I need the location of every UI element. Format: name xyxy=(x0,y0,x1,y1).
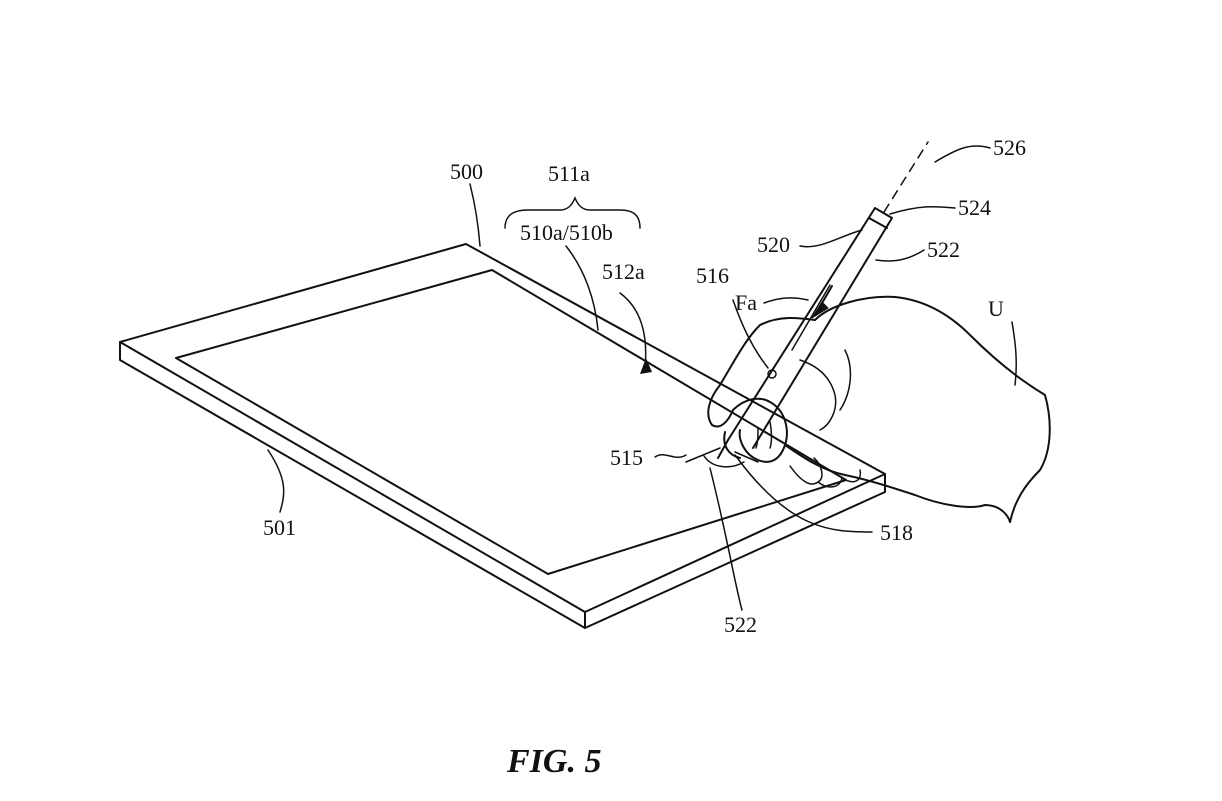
stylus-axis-dashed xyxy=(883,141,929,213)
label-501: 501 xyxy=(263,515,296,540)
user-hand xyxy=(707,295,1051,523)
label-u: U xyxy=(988,296,1004,321)
label-516: 516 xyxy=(696,263,729,288)
thumb xyxy=(732,397,788,463)
leader-520 xyxy=(799,229,863,248)
curled-finger-3 xyxy=(841,469,862,483)
stylus-cap-line xyxy=(868,217,888,229)
curled-finger-2 xyxy=(817,477,843,488)
leader-516 xyxy=(732,299,769,369)
tablet-device xyxy=(119,243,886,629)
label-510a-510b: 510a/510b xyxy=(520,220,613,245)
knuckle-line xyxy=(839,349,852,411)
label-fa: Fa xyxy=(735,290,757,315)
leader-515 xyxy=(654,453,687,459)
label-512a: 512a xyxy=(602,259,645,284)
leader-500 xyxy=(469,183,481,247)
label-524: 524 xyxy=(958,195,991,220)
thumb-crease-2 xyxy=(755,427,759,449)
leader-lines xyxy=(267,145,1017,611)
tablet-side-edge xyxy=(584,473,886,629)
label-518: 518 xyxy=(880,520,913,545)
index-finger xyxy=(799,359,837,431)
label-522-upper: 522 xyxy=(927,237,960,262)
ink-strokes xyxy=(685,447,759,468)
label-511a: 511a xyxy=(548,161,590,186)
tablet-top-face xyxy=(119,243,886,613)
curled-finger-1 xyxy=(789,457,823,485)
leader-501 xyxy=(267,449,285,513)
figure-caption: FIG. 5 xyxy=(506,743,601,780)
leader-510a xyxy=(565,245,599,331)
stylus-body xyxy=(727,207,893,449)
thumb-crease-1 xyxy=(769,421,773,449)
region-arrow xyxy=(619,292,652,374)
label-515: 515 xyxy=(610,445,643,470)
stylus-sensor-dot xyxy=(767,369,777,379)
stylus-tip xyxy=(717,439,729,459)
stylus-flat-line xyxy=(791,284,831,351)
leader-518 xyxy=(734,454,873,533)
label-500: 500 xyxy=(450,159,483,184)
label-526: 526 xyxy=(993,135,1026,160)
leader-526 xyxy=(934,145,991,163)
label-520: 520 xyxy=(757,232,790,257)
leader-524 xyxy=(889,205,956,215)
finger-tip xyxy=(723,431,741,459)
force-arrow xyxy=(811,285,833,319)
label-522-lower: 522 xyxy=(724,612,757,637)
leader-522-upper xyxy=(875,249,925,262)
brace-511a xyxy=(504,196,641,229)
leader-522-lower xyxy=(709,467,743,611)
palm-lower xyxy=(784,444,1011,523)
tablet-front-edge xyxy=(119,341,586,629)
leader-fa xyxy=(763,297,809,304)
stylus xyxy=(717,141,929,459)
leader-u xyxy=(1011,321,1017,386)
hand-outline-back xyxy=(707,295,1051,523)
